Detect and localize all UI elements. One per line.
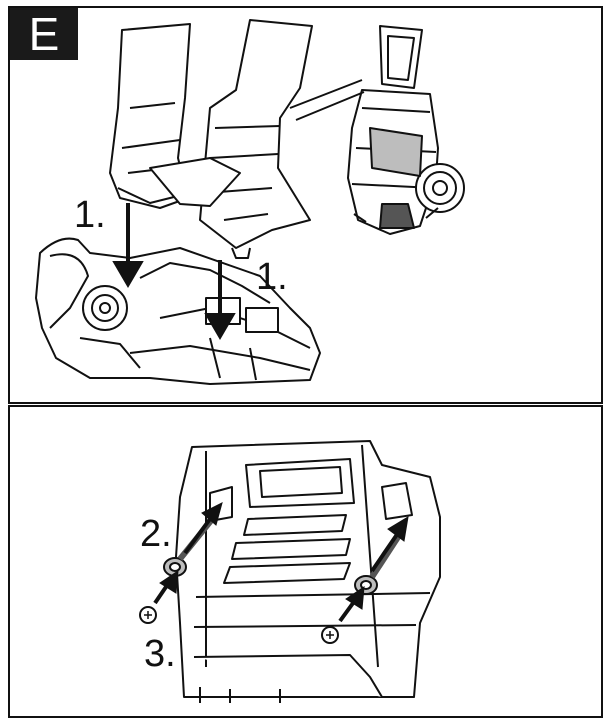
- step-label-right: 1.: [256, 256, 288, 298]
- screw-fastening-illustration: [139, 440, 441, 703]
- assembly-panel-screws: 2. 3.: [8, 405, 603, 718]
- fasten-arrows: [153, 502, 409, 623]
- step-label-screw: 2.: [140, 513, 172, 555]
- assembly-panel-handle: E: [8, 6, 603, 404]
- machine-overview: [347, 25, 465, 235]
- step-label-left: 1.: [74, 194, 106, 236]
- screw-set-right: [321, 529, 405, 644]
- section-badge: E: [10, 8, 78, 60]
- insert-arrows: [112, 203, 236, 340]
- step-label-washer: 3.: [144, 633, 176, 675]
- handle-insertion-illustration: [35, 19, 465, 385]
- handle-right-leg: [199, 19, 313, 259]
- handle-frame-rear: [175, 440, 441, 703]
- machine-body: [35, 237, 321, 385]
